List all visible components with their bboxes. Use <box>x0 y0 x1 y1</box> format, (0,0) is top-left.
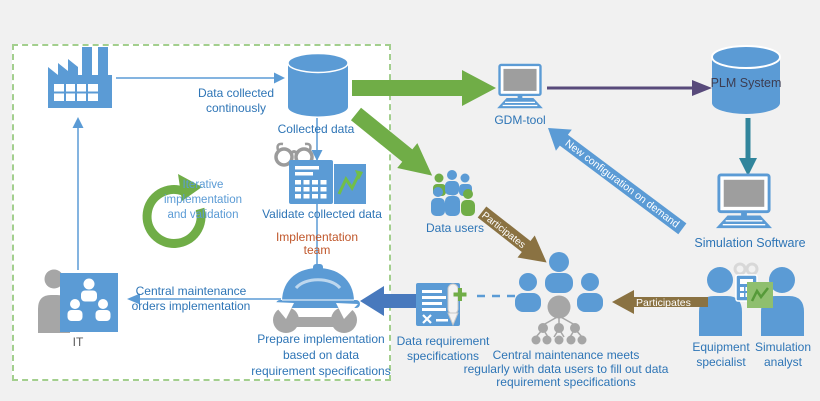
label-iterative: Iterative implementation and validation <box>164 179 242 221</box>
label-implementation-team: Implementation team <box>275 230 359 257</box>
arrow-collected-to-gdm <box>352 70 496 106</box>
meeting-group-icon <box>515 252 603 345</box>
label-collected-data: Collected data <box>277 122 355 136</box>
iterative-loop-arrow <box>142 174 206 248</box>
label-prepare: Prepare implementation based on data req… <box>251 332 391 378</box>
participates-arrow-specialists: Participates <box>612 290 708 314</box>
chart-icon <box>334 164 366 204</box>
arrow-collected-to-data-users <box>350 107 433 176</box>
collected-data-cylinder-icon <box>287 52 349 117</box>
participates-arrow-data-users: Participates <box>477 206 547 263</box>
participates-label-2: Participates <box>636 297 691 309</box>
simulation-computer-icon <box>716 173 772 229</box>
arrow-factory-to-collected-data <box>116 72 285 84</box>
label-spec: Data requirement specifications <box>396 334 490 363</box>
plm-cylinder-icon <box>711 45 781 114</box>
calculator-document-icon <box>289 160 333 204</box>
arrow-plm-to-simulation <box>739 118 757 176</box>
label-it: IT <box>72 335 84 349</box>
gdm-computer-icon <box>497 63 543 109</box>
connector-gdm-to-plm <box>547 80 712 96</box>
hard-hat-icon <box>276 264 360 308</box>
arrow-orders-to-it <box>127 293 281 305</box>
label-simulation-analyst: Simulation analyst <box>754 340 812 369</box>
it-board-icon <box>60 273 118 332</box>
label-data-collected: Data collected continously <box>197 86 275 115</box>
data-users-icon <box>431 170 475 216</box>
simulation-analyst-chart-icon <box>747 282 773 308</box>
label-equipment-specialist: Equipment specialist <box>692 340 750 369</box>
spec-document-icon <box>416 283 467 327</box>
new-config-label: New configuration on demand <box>563 137 682 230</box>
label-meets: Central maintenance meets regularly with… <box>463 348 669 389</box>
arrow-spec-to-prepare <box>360 286 418 316</box>
new-config-arrow: New configuration on demand <box>548 128 687 235</box>
label-orders: Central maintenance orders implementatio… <box>131 284 251 313</box>
label-data-users: Data users <box>425 221 485 235</box>
factory-icon <box>48 47 112 108</box>
arrow-it-to-factory <box>72 117 84 270</box>
plm-system-label: PLM System <box>710 76 782 90</box>
equipment-specialist-icon <box>699 267 742 336</box>
label-gdm-tool: GDM-tool <box>494 113 546 127</box>
label-simulation-software: Simulation Software <box>694 236 806 250</box>
wrench-icon <box>272 302 358 333</box>
label-validate: Validate collected data <box>262 207 382 221</box>
